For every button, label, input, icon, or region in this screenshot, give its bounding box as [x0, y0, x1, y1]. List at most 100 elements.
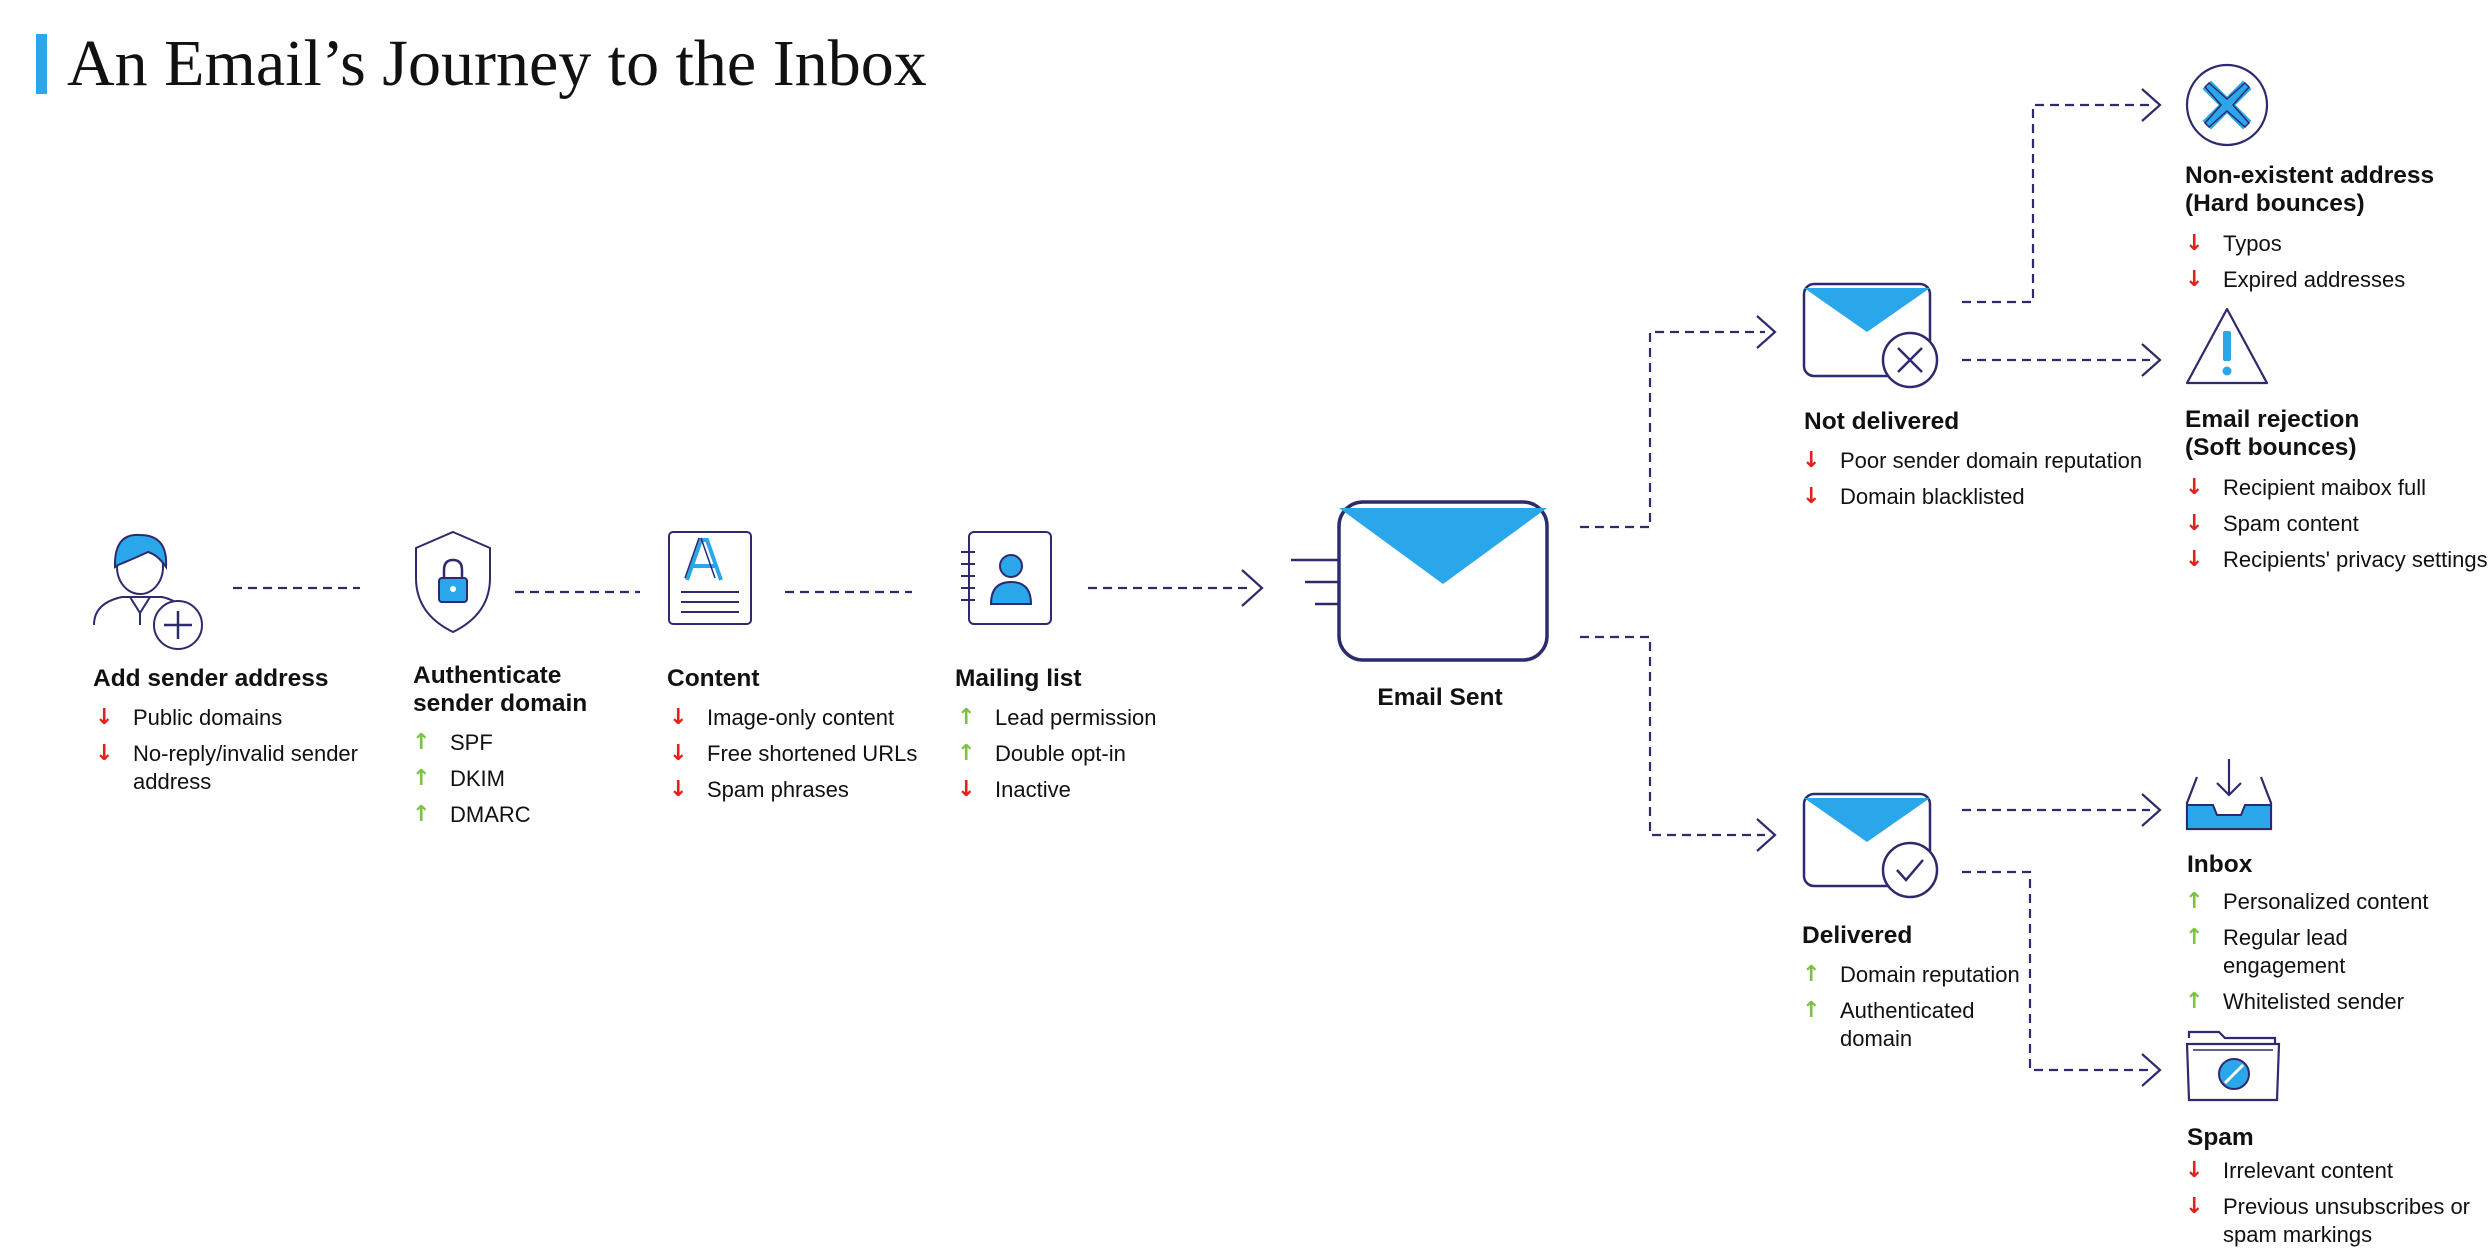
- list-item: ↓ Expired addresses: [2183, 266, 2483, 294]
- not-delivered-list: ↓ Poor sender domain reputation ↓ Domain bl…: [1800, 447, 2160, 519]
- user-add-icon: [93, 533, 203, 650]
- list-item: ↓ Domain blacklisted: [1800, 483, 2160, 511]
- stage-list-authenticate: ↑ SPF ↑ DKIM ↑ DMARC: [410, 729, 630, 837]
- arrow-down-icon: ↓: [669, 777, 688, 802]
- list-item-text: Whitelisted sender: [2223, 989, 2404, 1014]
- title-accent-bar: [36, 34, 47, 94]
- list-item: ↓Free shortened URLs: [667, 740, 937, 768]
- list-item: ↑Regular lead engagement: [2183, 924, 2473, 980]
- outcome-label-hard-bounce: Non-existent address (Hard bounces): [2185, 162, 2435, 217]
- inbox-tray-icon: [2185, 759, 2273, 831]
- arrow-down-icon: ↓: [95, 705, 114, 730]
- list-item: ↑ DMARC: [410, 801, 630, 829]
- connector-delivered-spam: [1962, 870, 2150, 1072]
- arrow-down-icon: ↓: [2185, 547, 2204, 572]
- list-item: ↓ No-reply/invalid sender address: [93, 740, 373, 796]
- list-item: ↑ SPF: [410, 729, 630, 757]
- arrowhead-inbox: [2141, 793, 2162, 827]
- list-item-text: Previous unsubscribes or spam markings: [2223, 1194, 2471, 1247]
- list-item-text: Recipients' privacy settings: [2223, 547, 2488, 572]
- arrow-down-icon: ↓: [1802, 484, 1821, 509]
- outcome-list-soft-bounce: ↓ Recipient maibox full ↓ Spam content ↓ Reci…: [2183, 474, 2488, 582]
- list-item-text: Image-only content: [707, 705, 895, 730]
- outcome-label-inbox: Inbox: [2187, 851, 2253, 878]
- list-item: ↓ Irrelevant content: [2183, 1157, 2473, 1185]
- outcome-list-inbox: ↑ Personalized content ↑Regular lead engag…: [2183, 888, 2473, 1024]
- list-item-text: Inactive: [995, 777, 1071, 802]
- arrow-down-icon: ↓: [2185, 511, 2204, 536]
- list-item: ↑Authenticated domain: [1800, 997, 2040, 1053]
- list-item: ↑ DKIM: [410, 765, 630, 793]
- list-item-text: Regular lead engagement: [2223, 925, 2348, 978]
- arrow-up-icon: ↑: [957, 741, 976, 766]
- stage-label-authenticate: Authenticate sender domain: [413, 662, 588, 717]
- arrow-up-icon: ↑: [412, 802, 431, 827]
- shield-lock-icon: [415, 530, 491, 634]
- arrow-down-icon: ↓: [669, 741, 688, 766]
- warning-icon: [2185, 307, 2269, 385]
- arrow-down-icon: ↓: [2185, 267, 2204, 292]
- arrow-down-icon: ↓: [2185, 1158, 2204, 1183]
- stage-list-content: ↓Image-only content↓Free shortened URLs↓…: [667, 704, 937, 812]
- list-item: ↓ Poor sender domain reputation: [1800, 447, 2160, 475]
- stage-list-add-sender: ↓ Public domains ↓ No-reply/invalid sender …: [93, 704, 373, 804]
- list-item: ↑ Personalized content: [2183, 888, 2473, 916]
- list-item-text: Irrelevant content: [2223, 1158, 2393, 1183]
- arrow-down-icon: ↓: [669, 705, 688, 730]
- list-item-text: Double opt-in: [995, 741, 1126, 766]
- list-item-text: Lead permission: [995, 705, 1157, 730]
- x-circle-icon: [2185, 63, 2269, 147]
- arrowhead-soft: [2141, 343, 2162, 377]
- arrow-down-icon: ↓: [957, 777, 976, 802]
- list-item-text: SPF: [450, 730, 493, 755]
- contact-book-icon: [961, 531, 1052, 625]
- email-sent-icon: [1291, 500, 1549, 662]
- arrow-up-icon: ↑: [1802, 962, 1821, 987]
- arrow-down-icon: ↓: [2185, 475, 2204, 500]
- arrow-up-icon: ↑: [412, 730, 431, 755]
- arrow-up-icon: ↑: [957, 705, 976, 730]
- stage-label-content: Content: [667, 665, 760, 692]
- list-item-text: Spam content: [2223, 511, 2359, 536]
- list-item: ↑ Lead permission: [955, 704, 1205, 732]
- list-item-text: Poor sender domain reputation: [1840, 448, 2143, 473]
- list-item-text: No-reply/invalid sender address: [133, 741, 358, 794]
- list-item-text: Personalized content: [2223, 889, 2429, 914]
- page-title: An Email’s Journey to the Inbox: [67, 27, 927, 100]
- list-item: ↓ Public domains: [93, 704, 373, 732]
- list-item-text: Public domains: [133, 705, 283, 730]
- outcome-label-spam: Spam: [2187, 1124, 2254, 1151]
- list-item: ↓Typos: [2183, 230, 2483, 258]
- outcome-list-hard-bounce: ↓Typos ↓ Expired addresses: [2183, 230, 2483, 302]
- arrow-down-icon: ↓: [2185, 1194, 2204, 1219]
- list-item-text: DMARC: [450, 802, 531, 827]
- arrow-up-icon: ↑: [412, 766, 431, 791]
- arrowhead-delivered: [1756, 818, 1777, 852]
- list-item-text: Recipient maibox full: [2223, 475, 2426, 500]
- list-item: ↓ Spam phrases: [667, 776, 937, 804]
- list-item-text: Domain reputation: [1840, 962, 2020, 987]
- arrowhead-sent: [1241, 569, 1264, 607]
- list-item-text: Expired addresses: [2223, 267, 2406, 292]
- outcome-label-soft-bounce: Email rejection (Soft bounces): [2185, 406, 2360, 461]
- list-item: ↑Whitelisted sender: [2183, 988, 2473, 1016]
- list-item: ↓ Recipient maibox full: [2183, 474, 2488, 502]
- stage-label-add-sender: Add sender address: [93, 665, 329, 692]
- email-sent-label: Email Sent: [1377, 684, 1503, 711]
- arrow-up-icon: ↑: [1802, 998, 1821, 1023]
- arrow-down-icon: ↓: [1802, 448, 1821, 473]
- connector-notdelivered-hard: [1962, 103, 2150, 304]
- not-delivered-label: Not delivered: [1804, 408, 1960, 435]
- list-item: ↓ Previous unsubscribes or spam markings: [2183, 1193, 2473, 1249]
- envelope-x-icon: [1802, 282, 1939, 389]
- list-item-text: Spam phrases: [707, 777, 849, 802]
- arrow-down-icon: ↓: [95, 741, 114, 766]
- connector-sent-delivered: [1580, 635, 1765, 837]
- list-item-text: DKIM: [450, 766, 505, 791]
- envelope-check-icon: [1802, 792, 1939, 899]
- list-item: ↓ Inactive: [955, 776, 1205, 804]
- outcome-list-spam: ↓ Irrelevant content ↓ Previous unsubscribe…: [2183, 1157, 2473, 1257]
- arrow-up-icon: ↑: [2185, 889, 2204, 914]
- spam-folder-icon: [2185, 1030, 2281, 1102]
- list-item-text: Domain blacklisted: [1840, 484, 2025, 509]
